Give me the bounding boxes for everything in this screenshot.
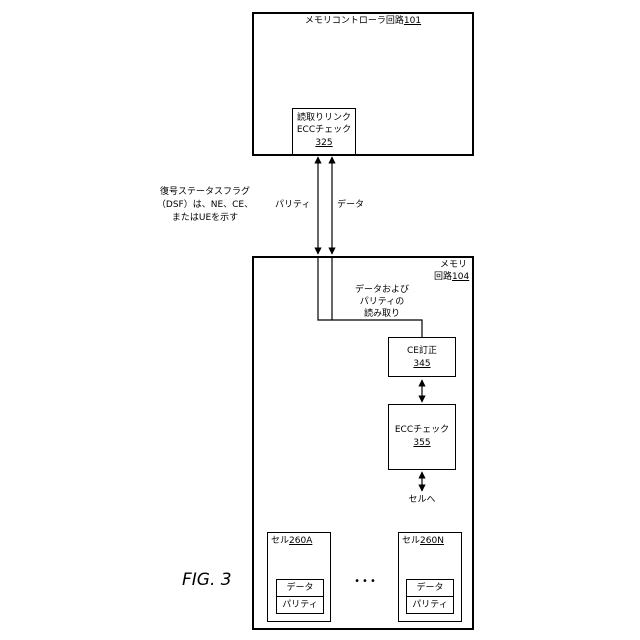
memory-controller-box (252, 12, 474, 156)
ce-correction-box (388, 337, 456, 377)
cell-260n-title: セル260N (402, 535, 444, 547)
cell-260n-data-label: データ (406, 582, 454, 594)
parity-link-label: パリティ (275, 199, 310, 211)
cell-260n-parity-label: パリティ (406, 599, 454, 611)
read-link-ecc-line2: ECCチェック (292, 124, 356, 136)
cell-260a-data-label: データ (276, 582, 324, 594)
memory-circuit-title-num: 104 (452, 272, 469, 282)
data-link-label: データ (337, 199, 364, 211)
ce-correction-label: CE訂正 (388, 345, 456, 357)
cell-260a-title-text: セル (271, 536, 289, 546)
figure-label: FIG. 3 (182, 570, 232, 590)
dsf-note-line3: またはUEを示す (150, 212, 260, 224)
cells-ellipsis: ••• (346, 576, 386, 588)
ecc-check-label: ECCチェック (388, 424, 456, 436)
memory-circuit-title-text: 回路 (434, 272, 452, 282)
cell-260a-title: セル260A (271, 535, 312, 547)
read-link-ecc-line1: 読取りリンク (292, 112, 356, 124)
memory-controller-title: メモリコントローラ回路101 (252, 15, 474, 27)
cell-260a-title-num: 260A (289, 536, 312, 546)
dsf-note-line2: （DSF）は、NE、CE、 (150, 199, 260, 211)
memory-circuit-title-line2: 回路104 (434, 271, 469, 283)
read-note-line2: パリティの (344, 296, 420, 308)
to-cells-label: セルへ (392, 494, 452, 506)
memory-controller-title-text: メモリコントローラ回路 (305, 16, 404, 26)
ecc-check-num: 355 (388, 437, 456, 449)
read-link-ecc-num: 325 (292, 137, 356, 149)
cell-260a-parity-label: パリティ (276, 599, 324, 611)
cell-260n-title-num: 260N (420, 536, 444, 546)
memory-controller-title-num: 101 (404, 16, 421, 26)
read-note-line1: データおよび (344, 284, 420, 296)
read-note-line3: 読み取り (344, 308, 420, 320)
dsf-note-line1: 復号ステータスフラグ (150, 186, 260, 198)
ce-correction-num: 345 (388, 358, 456, 370)
memory-circuit-title-line1: メモリ (440, 259, 467, 271)
cell-260n-title-text: セル (402, 536, 420, 546)
